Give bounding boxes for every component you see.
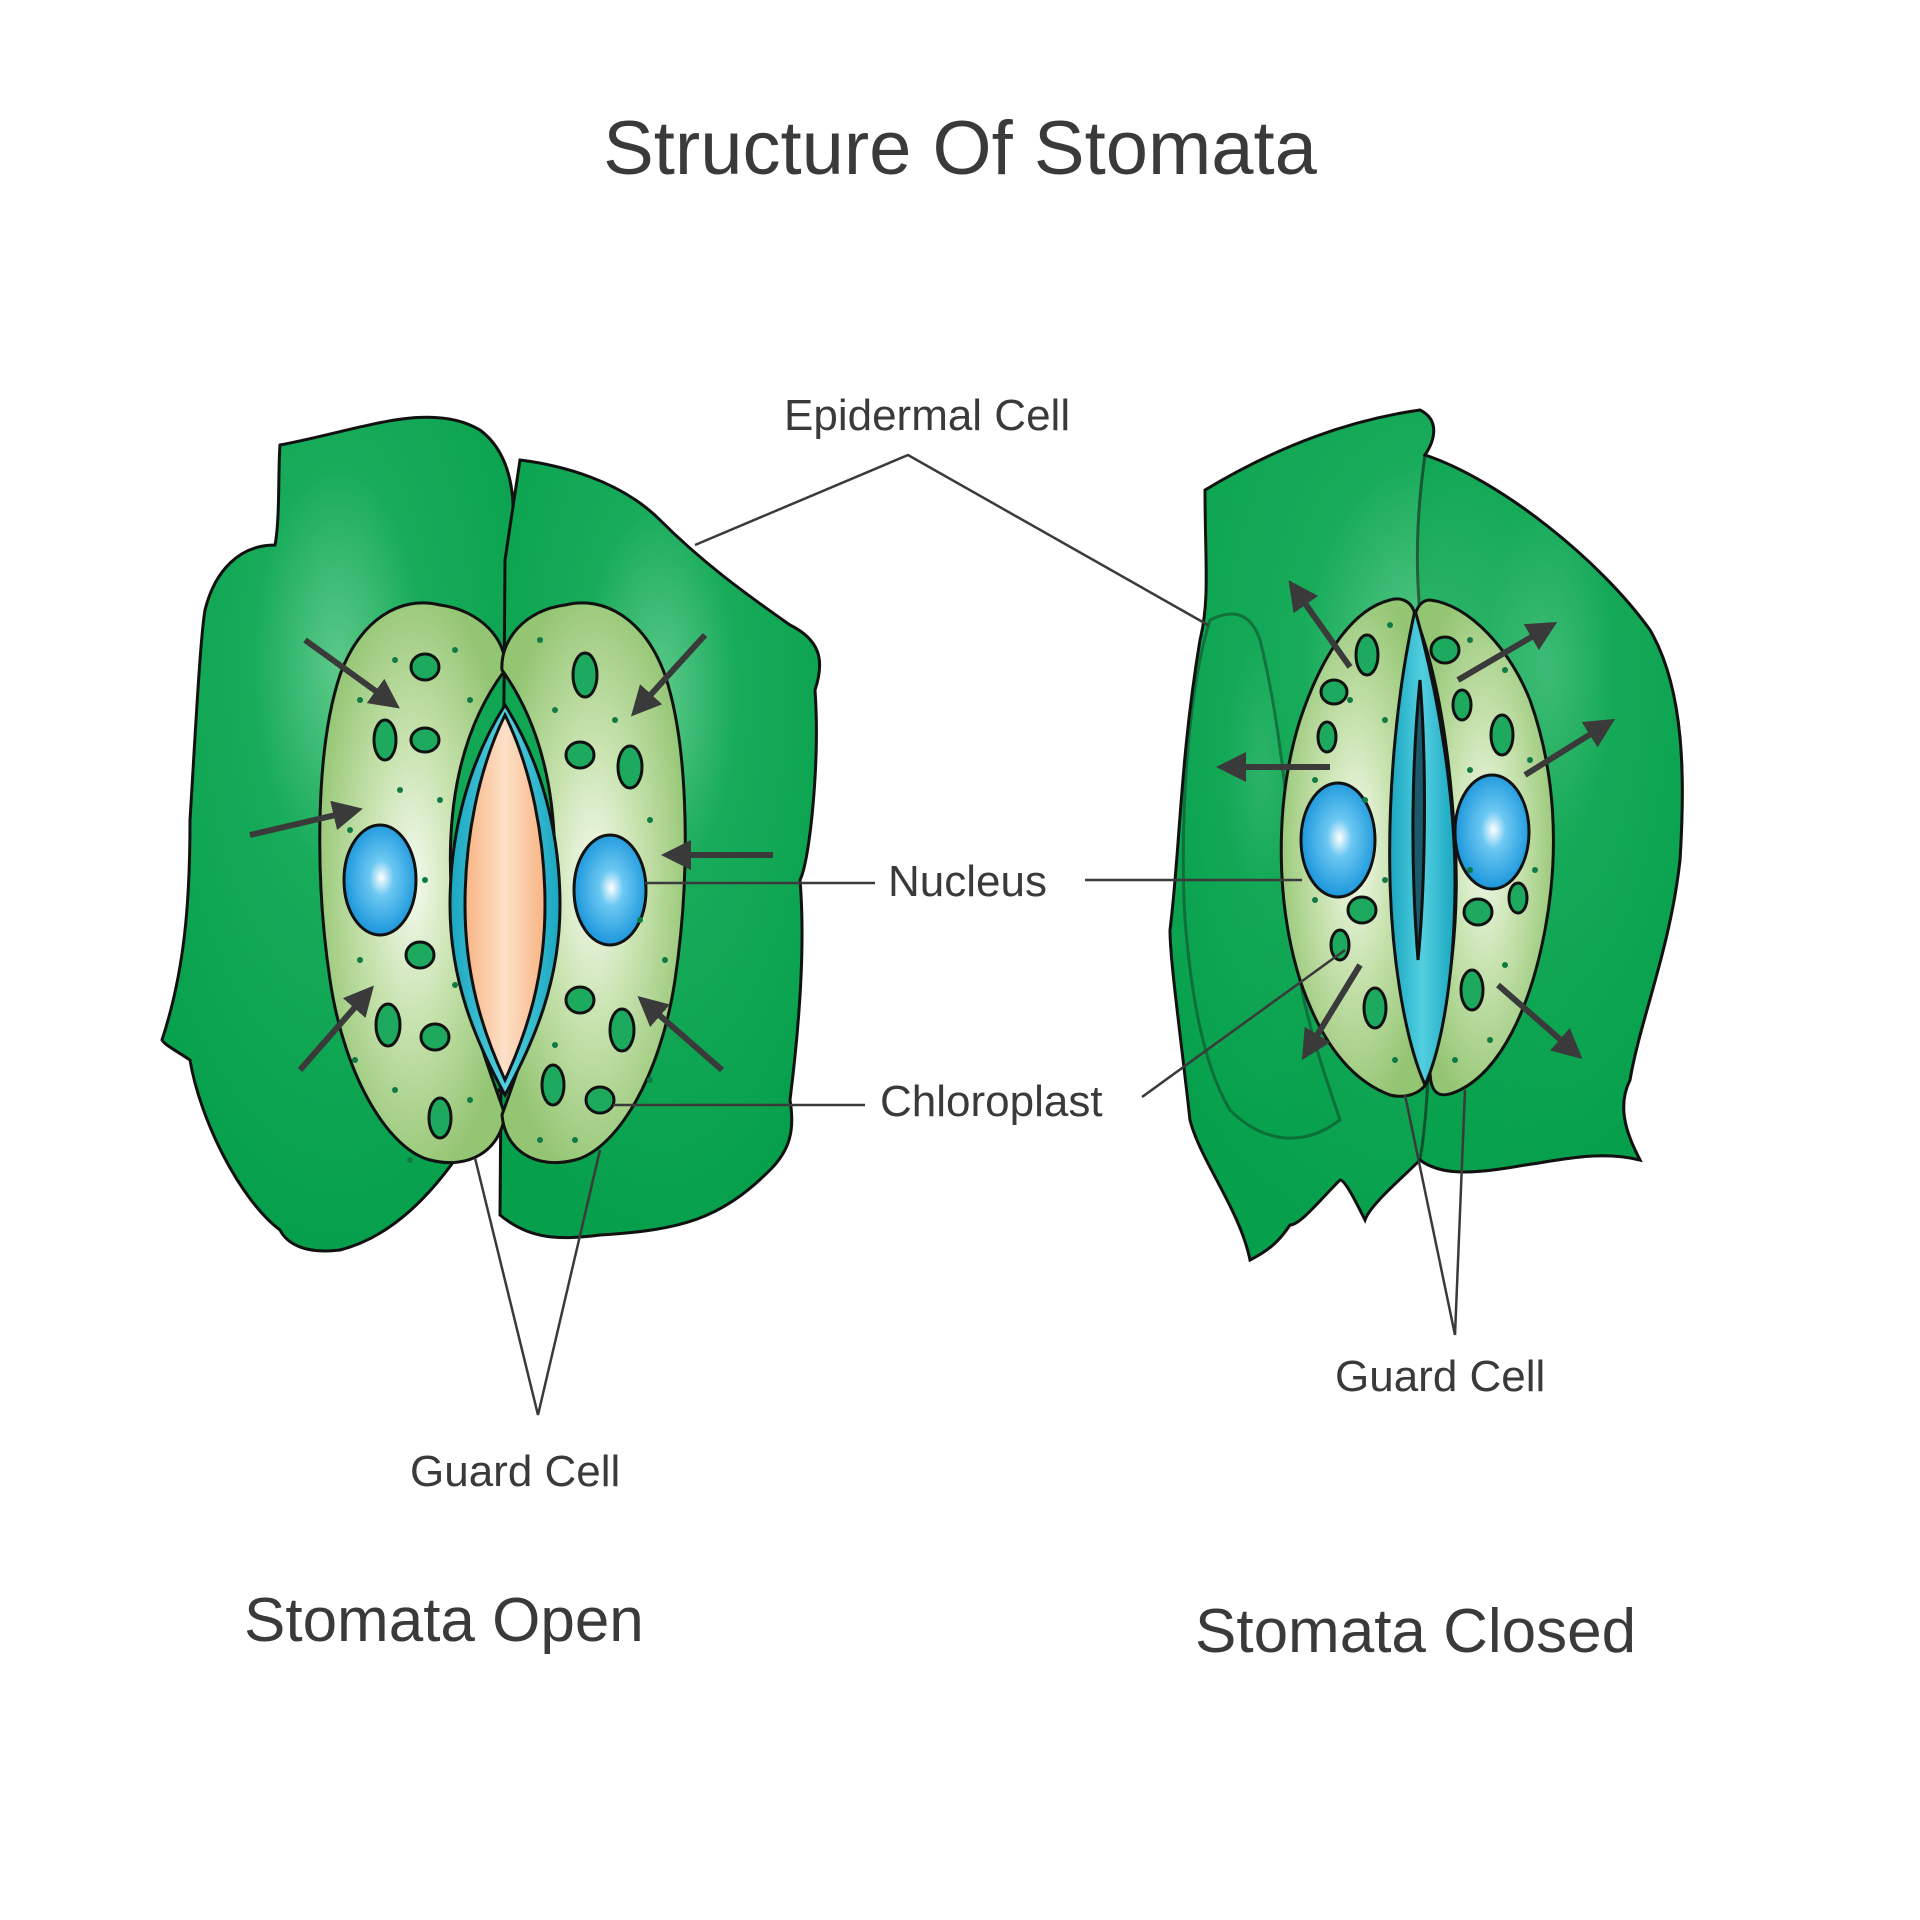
label-guard-cell-open: Guard Cell [410, 1447, 621, 1496]
label-chloroplast: Chloroplast [880, 1077, 1103, 1126]
nucleus-right-open [572, 833, 648, 947]
chloroplast [1316, 720, 1338, 754]
arrow-outward [1288, 580, 1353, 669]
chloroplasts-closed [1316, 633, 1529, 1030]
chloroplasts-open [372, 651, 644, 1140]
stomatal-pore-open [463, 711, 547, 1084]
chloroplast [374, 1002, 402, 1048]
closed-stomata [1168, 408, 1684, 1263]
chloroplast [372, 718, 398, 762]
arrow-outward [1456, 621, 1558, 683]
open-stomata [160, 415, 822, 1253]
arrow-inward [637, 996, 724, 1073]
arrows-closed [1216, 580, 1616, 1061]
chloroplast [564, 740, 596, 770]
arrows-open [249, 632, 773, 1073]
chloroplast [616, 744, 644, 790]
caption-stomata-open: Stomata Open [244, 1586, 644, 1655]
arrow-inward [630, 632, 708, 717]
arrow-inward [249, 800, 363, 838]
arrow-outward [1523, 718, 1616, 778]
leader-guard-cell-open [473, 1149, 602, 1416]
chloroplast [1459, 968, 1485, 1012]
arrow-outward [1496, 982, 1583, 1059]
caption-stomata-closed: Stomata Closed [1195, 1597, 1637, 1666]
label-nucleus: Nucleus [888, 857, 1047, 906]
chloroplast [409, 726, 441, 754]
arrow-inward [303, 637, 400, 709]
closed-pore-slit [1411, 679, 1426, 961]
chloroplast [1319, 678, 1349, 706]
arrow-inward [297, 985, 374, 1072]
leader-chloroplast-right [1141, 948, 1346, 1099]
chloroplast [1507, 881, 1529, 915]
label-epidermal-cell: Epidermal Cell [784, 391, 1071, 440]
chloroplast [540, 1063, 566, 1107]
leader-epidermal-cell [694, 453, 1209, 627]
chloroplast [419, 1022, 451, 1052]
chloroplast [1462, 897, 1494, 927]
chloroplast [1329, 928, 1351, 962]
chloroplast [584, 1085, 616, 1115]
chloroplast [427, 1096, 453, 1140]
chloroplast [608, 1007, 636, 1053]
leader-lines [473, 453, 1467, 1416]
chloroplast [409, 652, 441, 682]
chloroplast [1354, 633, 1380, 677]
page-title: Structure Of Stomata [603, 106, 1317, 191]
nucleus-right-closed [1453, 773, 1531, 891]
arrow-outward [1301, 963, 1363, 1061]
chloroplast [1346, 895, 1378, 925]
nucleus-left-closed [1299, 781, 1377, 899]
label-guard-cell-closed: Guard Cell [1335, 1352, 1546, 1401]
nucleus-left-open [342, 823, 418, 937]
leader-guard-cell-closed [1403, 1089, 1467, 1336]
chloroplast [1429, 635, 1461, 665]
chloroplast [571, 651, 599, 699]
chloroplast [564, 985, 596, 1015]
chloroplast [1489, 713, 1515, 757]
chloroplast [1451, 688, 1473, 722]
chloroplast [404, 940, 436, 970]
chloroplast [1362, 986, 1388, 1030]
